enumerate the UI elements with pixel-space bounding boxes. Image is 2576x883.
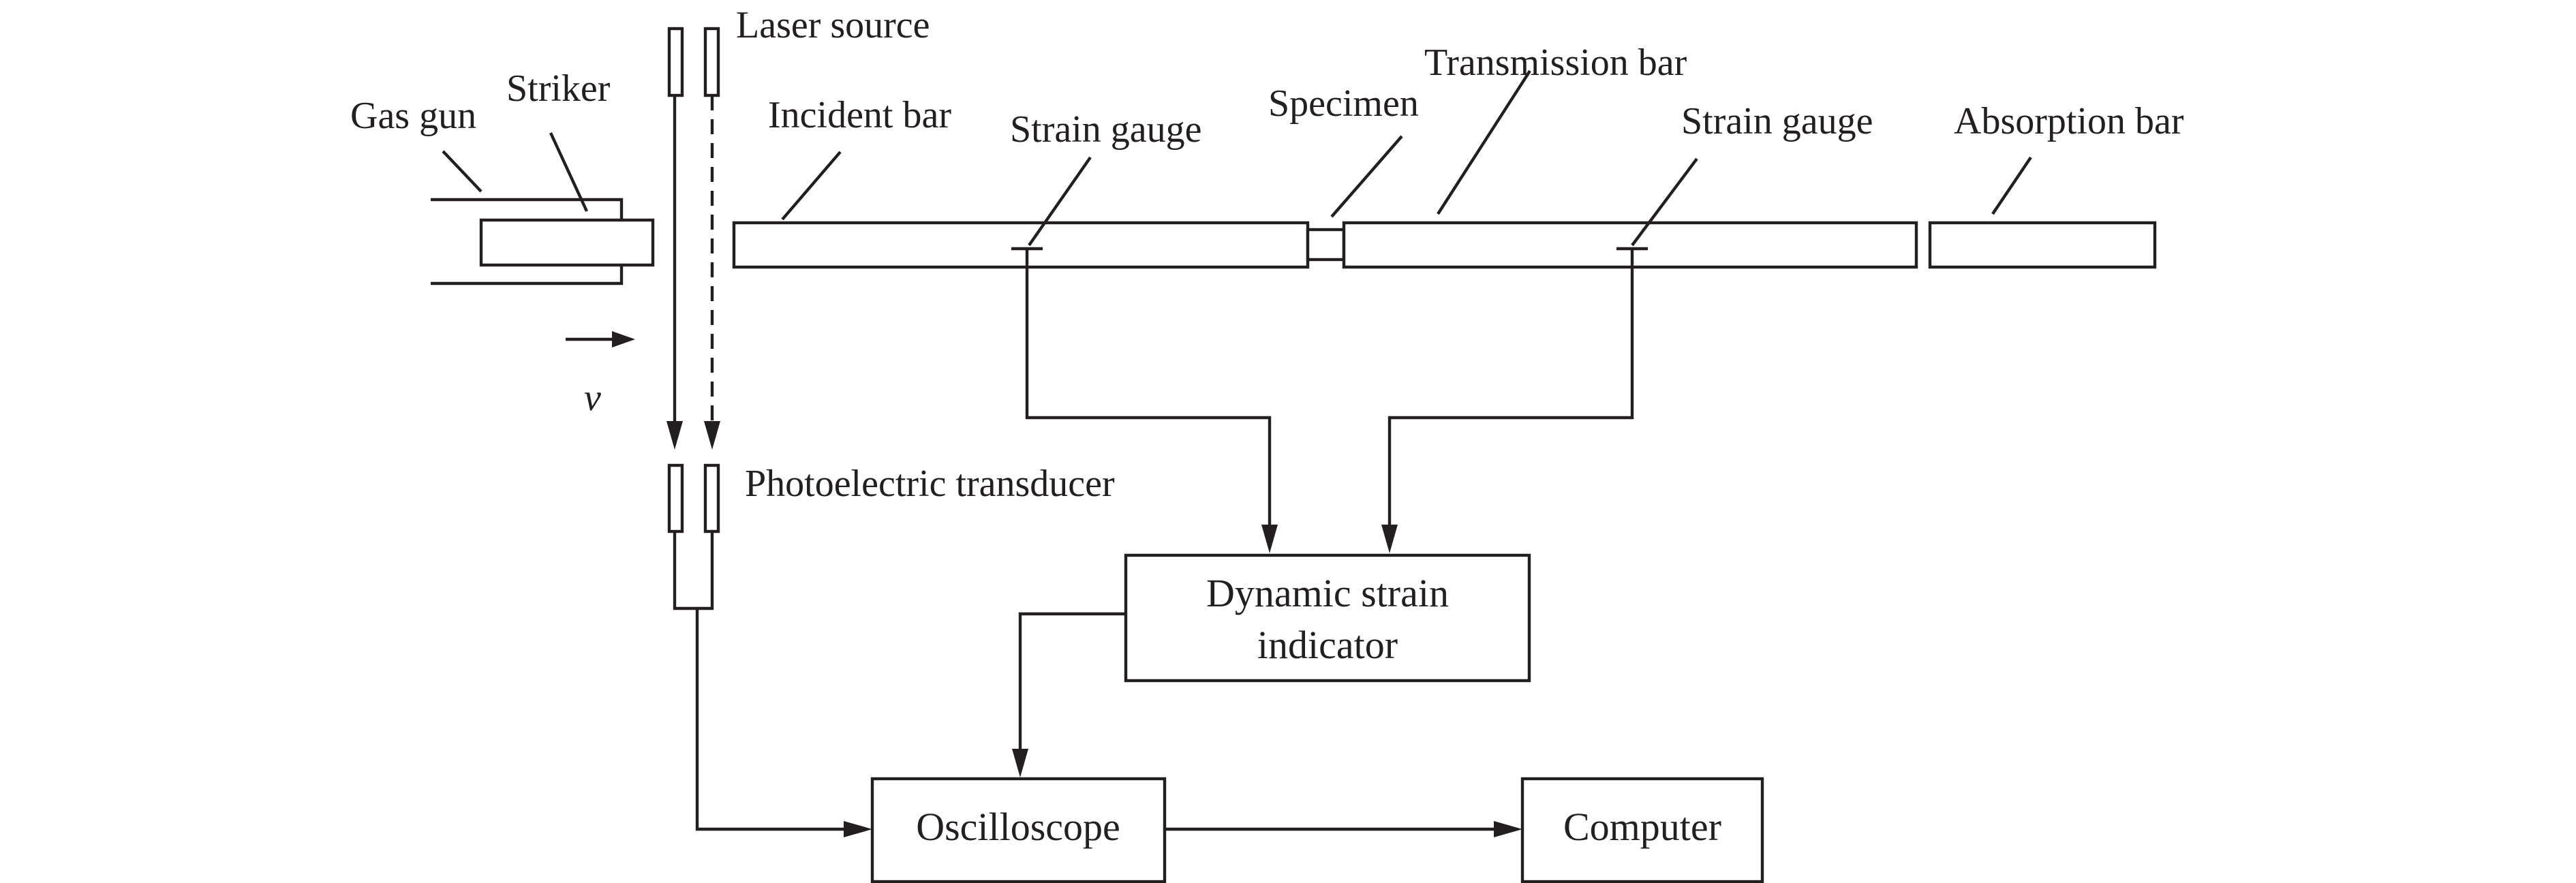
label-velocity: v xyxy=(584,377,601,419)
label-photoelectric-transducer: Photoelectric transducer xyxy=(745,463,1115,505)
wire-gauge-right xyxy=(1387,249,1634,526)
laser-emitter-right xyxy=(703,27,720,97)
label-computer: Computer xyxy=(1563,805,1721,849)
oscilloscope-box xyxy=(870,777,1167,883)
label-gas-gun: Gas gun xyxy=(350,95,476,137)
incident-bar xyxy=(732,221,1310,269)
label-striker: Striker xyxy=(506,67,611,110)
label-laser-source: Laser source xyxy=(736,4,930,46)
transmission-bar xyxy=(1342,221,1918,269)
striker xyxy=(479,218,655,267)
label-specimen: Specimen xyxy=(1268,82,1419,125)
label-strain-gauge-left: Strain gauge xyxy=(1010,108,1201,151)
absorption-bar xyxy=(1928,221,2157,269)
wire-indicator-oscilloscope xyxy=(1018,612,1126,749)
wire-gauge-left xyxy=(1025,249,1272,526)
wire-transducer-oscilloscope xyxy=(673,531,714,610)
label-transmission-bar: Transmission bar xyxy=(1424,42,1687,84)
label-dynamic-strain-line1: Dynamic strain xyxy=(1206,571,1449,615)
label-oscilloscope: Oscilloscope xyxy=(916,805,1120,849)
photo-receiver-right xyxy=(703,463,720,533)
leader-lines xyxy=(442,69,2032,247)
dynamic-strain-indicator-box xyxy=(1124,553,1531,683)
photo-receiver-left xyxy=(667,463,684,533)
label-incident-bar: Incident bar xyxy=(768,94,951,136)
specimen xyxy=(1306,228,1346,262)
computer-box xyxy=(1520,777,1764,883)
laser-emitter-left xyxy=(667,27,684,97)
label-strain-gauge-right: Strain gauge xyxy=(1681,100,1873,142)
label-absorption-bar: Absorption bar xyxy=(1954,100,2184,142)
label-dynamic-strain-line2: indicator xyxy=(1257,623,1398,667)
